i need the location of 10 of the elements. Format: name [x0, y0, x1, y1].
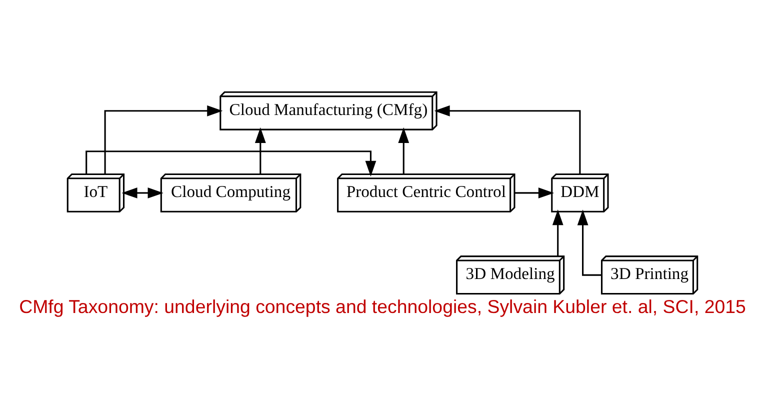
arrow [104, 105, 223, 174]
arrow [398, 127, 410, 174]
caption: CMfg Taxonomy: underlying concepts and technologies, Sylvain Kubler et. al, SCI, 2015 [19, 296, 746, 317]
arrow [577, 210, 602, 276]
arrow [434, 105, 581, 174]
arrow [254, 127, 266, 174]
arrow [552, 210, 564, 256]
arrow [86, 150, 376, 176]
arrow [514, 188, 554, 198]
arrow [122, 188, 164, 198]
